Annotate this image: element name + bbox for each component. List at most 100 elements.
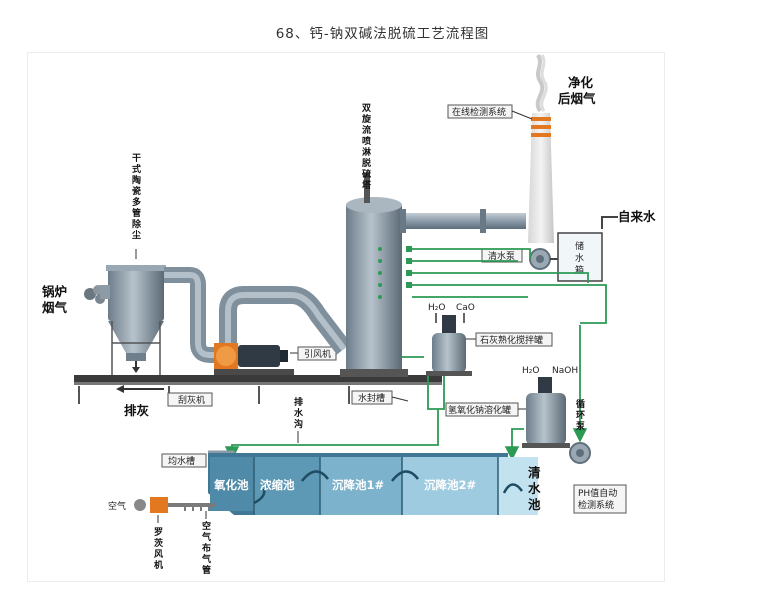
svg-text:自来水: 自来水 [618,209,656,224]
svg-text:泵: 泵 [576,421,586,432]
svg-text:H₂O: H₂O [522,366,539,376]
svg-text:干: 干 [132,153,141,164]
naoh-inputs: H₂O NaOH [522,366,578,376]
tower-label: 双 旋 流 喷 淋 脱 硫 塔 [361,103,372,191]
svg-text:净化: 净化 [568,75,594,90]
chimney-stack [528,53,554,243]
dust-collector-label: 干 式 陶 瓷 多 管 除 尘 [132,153,142,259]
svg-text:尘: 尘 [132,229,141,241]
svg-text:机: 机 [154,559,163,571]
svg-text:管: 管 [132,207,141,219]
svg-text:淋: 淋 [362,146,371,158]
svg-text:脱: 脱 [362,157,371,169]
svg-text:罗: 罗 [154,527,163,538]
svg-text:布: 布 [201,542,211,554]
svg-text:水: 水 [528,481,541,496]
scraper-label: 刮灰机 [167,392,213,407]
svg-text:箱: 箱 [575,264,584,276]
svg-text:储: 储 [575,240,584,252]
svg-text:旋: 旋 [361,113,372,125]
svg-text:排: 排 [294,396,303,408]
ash-out-label: 排灰 [124,403,150,418]
naoh-tank-label: 氢氧化钠溶化罐 [445,402,526,417]
svg-text:流: 流 [362,124,371,136]
svg-text:硫: 硫 [362,168,371,180]
lime-inputs: H₂O CaO [428,303,475,323]
svg-text:清: 清 [528,465,541,480]
svg-text:刮灰机: 刮灰机 [178,394,205,406]
svg-text:水: 水 [294,407,304,419]
clear-water-pool-label: 清 水 池 [528,465,541,512]
svg-text:后烟气: 后烟气 [558,91,596,106]
svg-text:环: 环 [576,410,585,421]
roots-blower [134,497,216,513]
svg-text:多: 多 [132,196,141,208]
circulation-pump [569,442,591,464]
svg-text:检测系统: 检测系统 [578,499,614,511]
svg-text:石灰熟化搅拌罐: 石灰熟化搅拌罐 [480,334,543,346]
svg-text:引风机: 引风机 [304,348,331,360]
svg-text:循: 循 [576,398,585,410]
svg-text:锅炉: 锅炉 [42,284,67,299]
fan-label: 引风机 [290,346,337,361]
tap-water-label: 自来水 [601,209,656,229]
svg-text:NaOH: NaOH [552,366,578,376]
drain-label: 排 水 沟 [294,396,304,443]
spray-nozzles [378,246,412,299]
circulation-pump-label: 循 环 泵 [576,398,586,432]
svg-text:气: 气 [201,531,211,543]
svg-text:喷: 喷 [362,135,371,147]
svg-text:池: 池 [528,497,541,512]
lime-slaking-tank [426,315,472,376]
svg-text:风: 风 [154,549,163,560]
duct-to-fan [164,267,224,363]
air-label: 空气 [108,500,126,512]
svg-text:塔: 塔 [362,179,372,191]
svg-text:管: 管 [202,564,211,576]
svg-text:CaO: CaO [456,303,475,313]
naoh-dissolving-tank [522,377,570,448]
svg-text:在线检测系统: 在线检测系统 [452,106,506,118]
svg-text:茨: 茨 [154,537,163,549]
duct-to-tower [219,286,352,355]
svg-text:水: 水 [575,252,584,264]
pool-oxidation: 氧化池 [213,478,249,492]
svg-text:空气: 空气 [108,500,126,512]
boiler-flue-gas-label: 锅炉 烟气 [42,284,68,315]
induced-draft-fan [214,343,294,375]
svg-text:均水槽: 均水槽 [168,455,195,467]
flow-diagram: 锅炉 烟气 干 式 陶 瓷 多 管 除 尘 [42,53,656,576]
pool-settling-1: 沉降池1# [332,478,384,492]
clean-gas-label: 净化 后烟气 [558,75,596,106]
ph-monitor-label: PH值自动 检测系统 [573,484,627,514]
svg-text:烟气: 烟气 [42,300,68,315]
outlet-duct [400,209,526,233]
svg-text:除: 除 [132,218,142,230]
svg-text:水封槽: 水封槽 [358,392,385,404]
svg-text:式: 式 [132,163,141,175]
pool-flow-arrows [253,470,524,505]
svg-text:H₂O: H₂O [428,303,445,313]
clear-water-pump [529,248,558,270]
svg-text:氢氧化钠溶化罐: 氢氧化钠溶化罐 [448,404,511,416]
diagram-frame: 锅炉 烟气 干 式 陶 瓷 多 管 除 尘 [27,52,665,582]
svg-text:瓷: 瓷 [132,185,141,197]
roots-blower-label: 罗 茨 风 机 [154,515,163,571]
online-monitor-label: 在线检测系统 [447,104,533,120]
svg-text:清水泵: 清水泵 [488,250,515,262]
svg-text:双: 双 [362,103,371,114]
svg-text:PH值自动: PH值自动 [578,487,617,499]
air-distribution-pipe-label: 空 气 布 气 管 [201,511,211,576]
pool-settling-2: 沉降池2# [424,478,476,492]
clear-pump-label: 清水泵 [481,248,523,263]
svg-text:排灰: 排灰 [124,403,150,418]
pool-concentration: 浓缩池 [260,478,295,492]
treatment-pools [208,453,538,515]
svg-text:沟: 沟 [294,418,303,430]
dust-collector [100,265,166,375]
water-seal-label: 水封槽 [351,390,409,405]
caption-title: 68、钙-钠双碱法脱硫工艺流程图 [275,26,490,42]
lime-tank-label: 石灰熟化搅拌罐 [466,332,553,347]
desulfurization-tower [340,173,408,377]
svg-text:陶: 陶 [132,174,141,186]
